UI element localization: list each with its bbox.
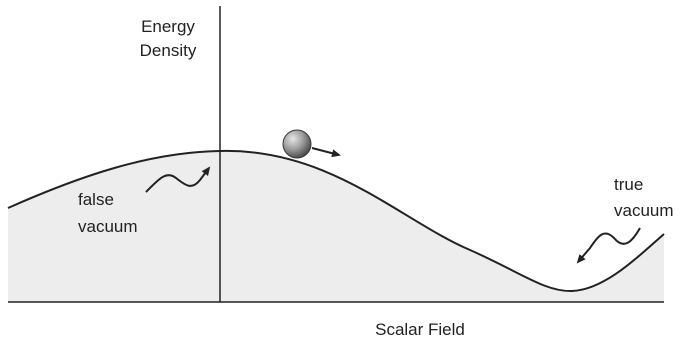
x-axis-label: Scalar Field (375, 320, 465, 339)
false-vacuum-label-line1: false (78, 190, 114, 209)
false-vacuum-label-line2: vacuum (78, 217, 138, 236)
ball-icon (282, 129, 312, 159)
ball-motion-arrow-icon (311, 147, 341, 158)
potential-curve (7, 149, 665, 293)
true-vacuum-label-line2: vacuum (614, 201, 674, 220)
false-vacuum-arrow-icon (145, 166, 211, 193)
y-axis-label-line1: Energy (141, 17, 195, 36)
true-vacuum-label-line1: true (614, 175, 643, 194)
y-axis-label-line2: Density (140, 41, 197, 60)
true-vacuum-arrow-icon (576, 227, 641, 264)
